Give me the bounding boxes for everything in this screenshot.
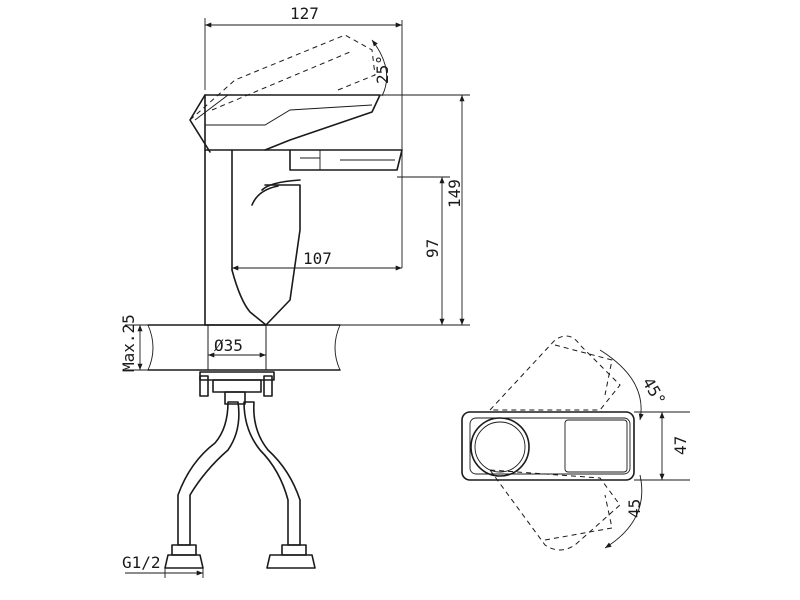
lever-handle <box>189 34 381 153</box>
faucet-body <box>204 149 301 326</box>
side-view: 127 25° 107 149 97 Max.25 Ø35 G1/2 <box>119 4 470 578</box>
dim-rotate-angle-upper: 45° <box>639 374 670 409</box>
dim-thread: G1/2 <box>122 553 161 572</box>
top-view-dimensions <box>599 349 690 549</box>
spout <box>264 149 403 171</box>
braided-hoses <box>164 401 316 569</box>
dim-height-total: 149 <box>445 179 464 208</box>
dim-handle-width: 47 <box>671 436 690 455</box>
top-view: 45° 45 47 <box>461 335 690 551</box>
dim-height-spout: 97 <box>423 239 442 258</box>
dim-rotate-angle-lower: 45 <box>625 499 644 518</box>
dim-max-thickness: Max.25 <box>119 314 138 372</box>
dim-body-diameter: Ø35 <box>214 336 243 355</box>
handle-rotation-ghosts <box>488 335 621 551</box>
dim-width-top: 127 <box>290 4 319 23</box>
mounting-fittings <box>199 324 275 405</box>
dimension-lines <box>125 18 470 578</box>
handle-top-outline <box>461 411 635 481</box>
countertop-section <box>147 324 341 371</box>
dim-lever-angle: 25° <box>373 55 392 84</box>
dim-spout-reach: 107 <box>303 249 332 268</box>
